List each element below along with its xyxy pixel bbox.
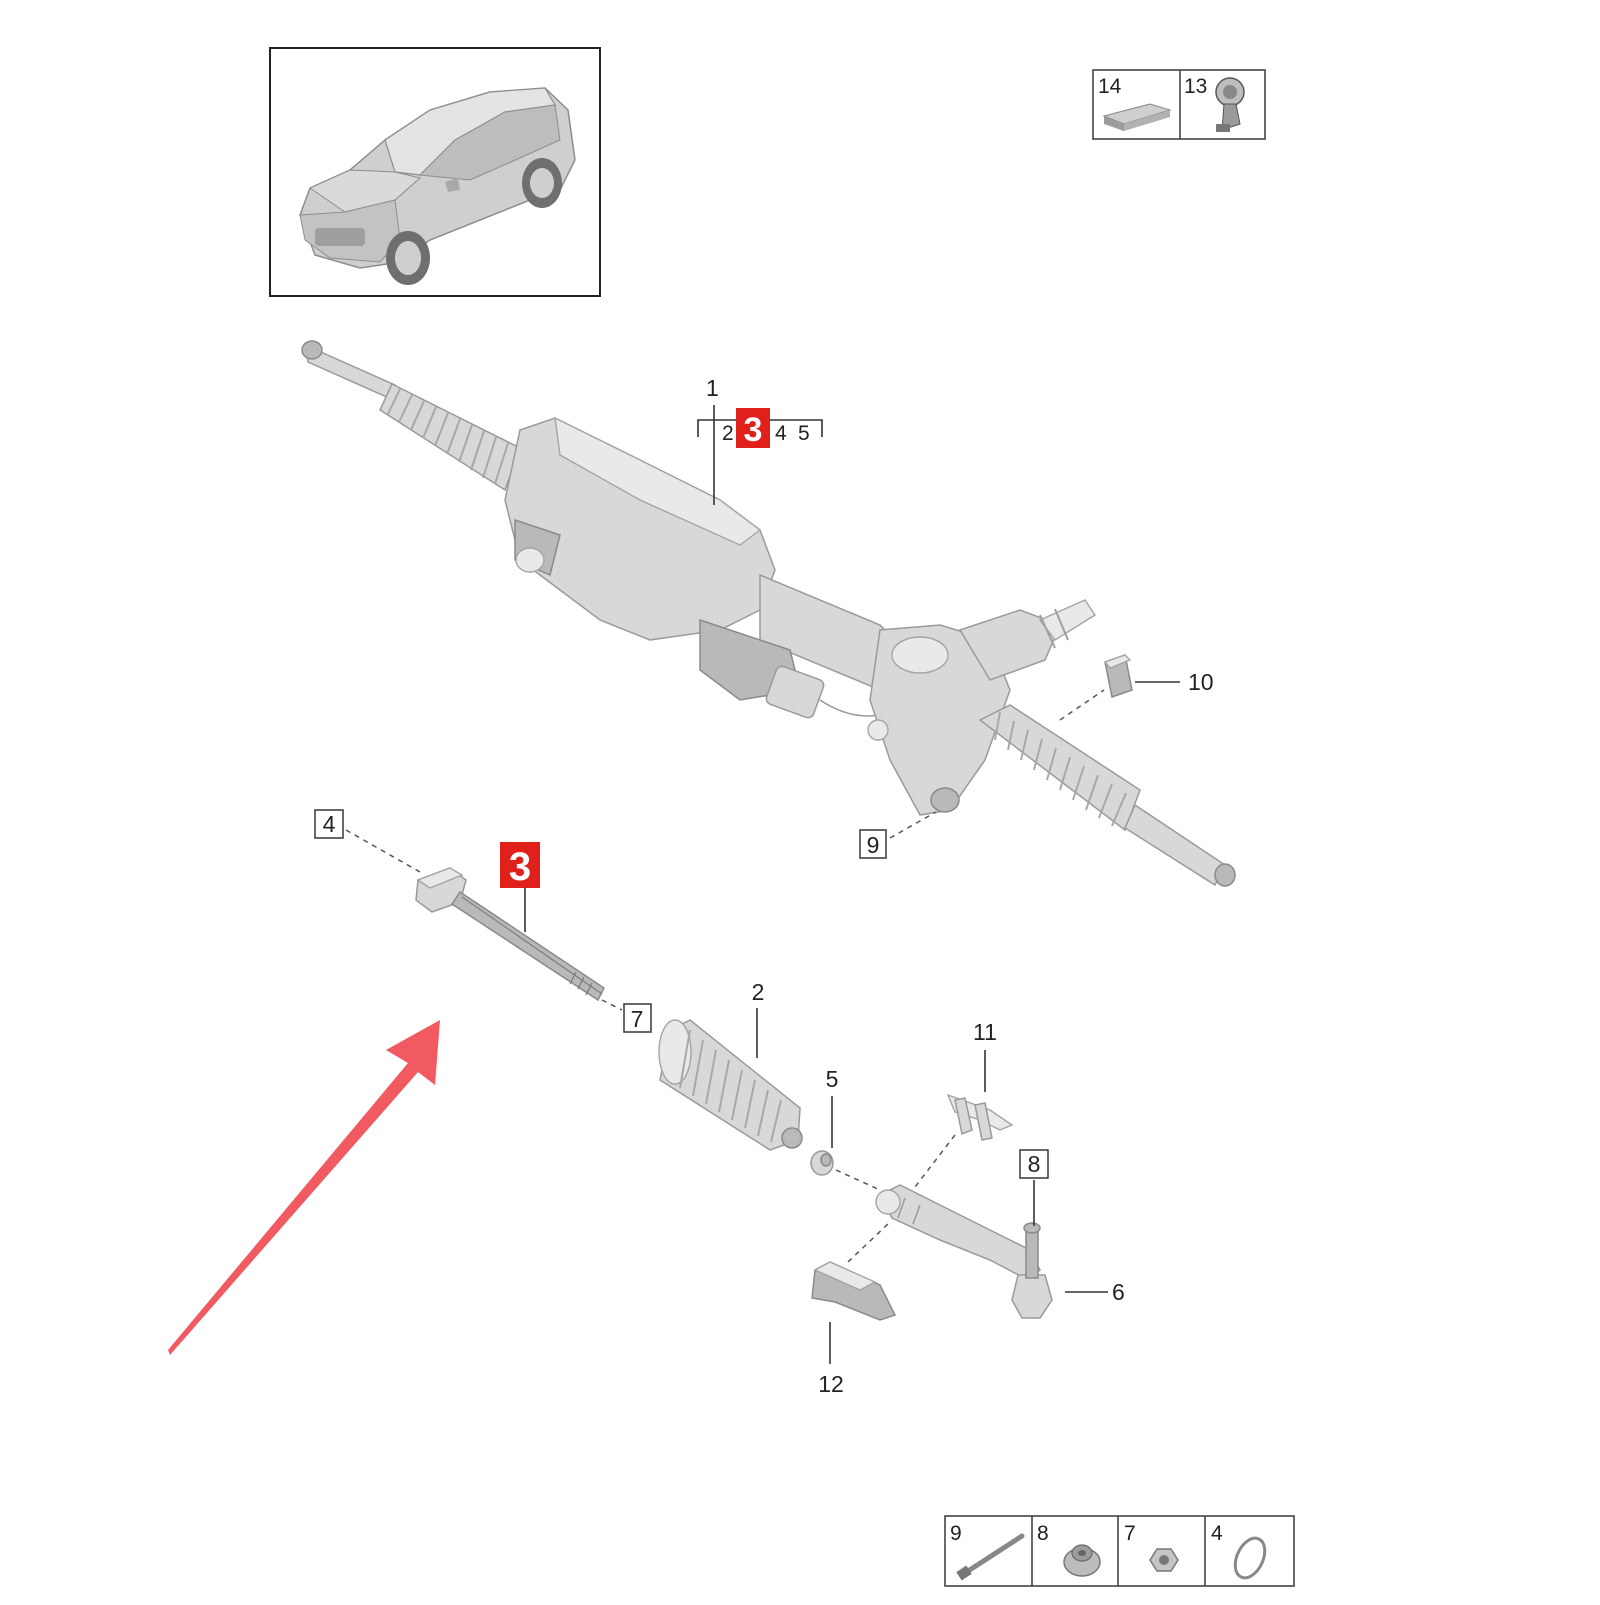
input-shaft: [1038, 599, 1096, 641]
pointer-arrow-icon: [168, 1020, 440, 1355]
callout-4-label: 4: [323, 811, 336, 837]
foam-pad-icon: [1102, 103, 1172, 131]
hex-nut-icon: [1149, 1548, 1179, 1572]
self-locking-nut-icon: [1063, 1544, 1101, 1577]
outer-tie-rod-end: [875, 1184, 1108, 1319]
o-ring-icon: [1233, 1536, 1267, 1580]
callout-6-label: 6: [1112, 1279, 1125, 1305]
bellow-left: [379, 382, 521, 492]
callout-8-label: 8: [1028, 1151, 1041, 1177]
callout-8: 8: [1019, 1149, 1049, 1226]
callout-2-sub-label: 2: [722, 422, 734, 445]
top-legend: 14 13: [1092, 69, 1266, 140]
clamp-icon: [1215, 77, 1245, 132]
assembly-callout: 1 2 3 4 5: [697, 375, 823, 505]
legend-num-7: 7: [1124, 1522, 1136, 1545]
tie-rod-end-arm: [878, 1184, 1041, 1281]
vehicle-thumbnail: [269, 47, 601, 297]
callout-1-label: 1: [706, 375, 719, 401]
callout-9-label: 9: [867, 832, 880, 858]
legend-num-13: 13: [1184, 75, 1207, 98]
part-5-collar: [810, 1096, 834, 1176]
highlight-callout-3: 3: [500, 842, 540, 932]
callout-2-label: 2: [752, 979, 765, 1005]
part-10-clip: [1059, 654, 1180, 721]
highlight-label-3: 3: [509, 845, 531, 889]
part-11-bracket: [904, 1050, 1014, 1201]
bellow-right: [978, 704, 1141, 832]
legend-num-8: 8: [1037, 1522, 1049, 1545]
bellow-boot: [658, 1019, 803, 1151]
bolt-icon: [956, 1533, 1025, 1581]
rack-rod-right: [1124, 803, 1226, 887]
callout-7: 7: [601, 999, 652, 1033]
bottom-legend: 9 8 7 4: [944, 1515, 1295, 1587]
callout-4: 4: [314, 809, 421, 873]
part-12-shield: [811, 1221, 897, 1364]
callout-5-sub-label: 5: [798, 422, 810, 445]
steering-rack-assembly: [301, 340, 1236, 887]
tie-rod-shaft: [450, 890, 605, 1002]
ball-stud: [1025, 1229, 1039, 1279]
callout-9: 9: [859, 811, 937, 859]
callout-5-label: 5: [826, 1066, 839, 1092]
legend-num-14: 14: [1098, 75, 1122, 98]
callout-10-label: 10: [1188, 669, 1214, 695]
callout-4-sub-label: 4: [775, 422, 787, 445]
callout-7-label: 7: [631, 1006, 644, 1032]
legend-num-4: 4: [1211, 1522, 1223, 1545]
callout-11-label: 11: [973, 1019, 997, 1045]
ball-joint: [1011, 1274, 1053, 1319]
legend-num-9: 9: [950, 1522, 962, 1545]
highlight-badge-assembly: [736, 408, 770, 448]
callout-12-label: 12: [818, 1371, 844, 1397]
inner-tie-rod: [415, 867, 605, 1002]
callout-3-highlight-sub-label: 3: [744, 411, 763, 449]
suv-illustration-icon: [299, 87, 576, 285]
highlight-badge-3: [500, 842, 540, 888]
